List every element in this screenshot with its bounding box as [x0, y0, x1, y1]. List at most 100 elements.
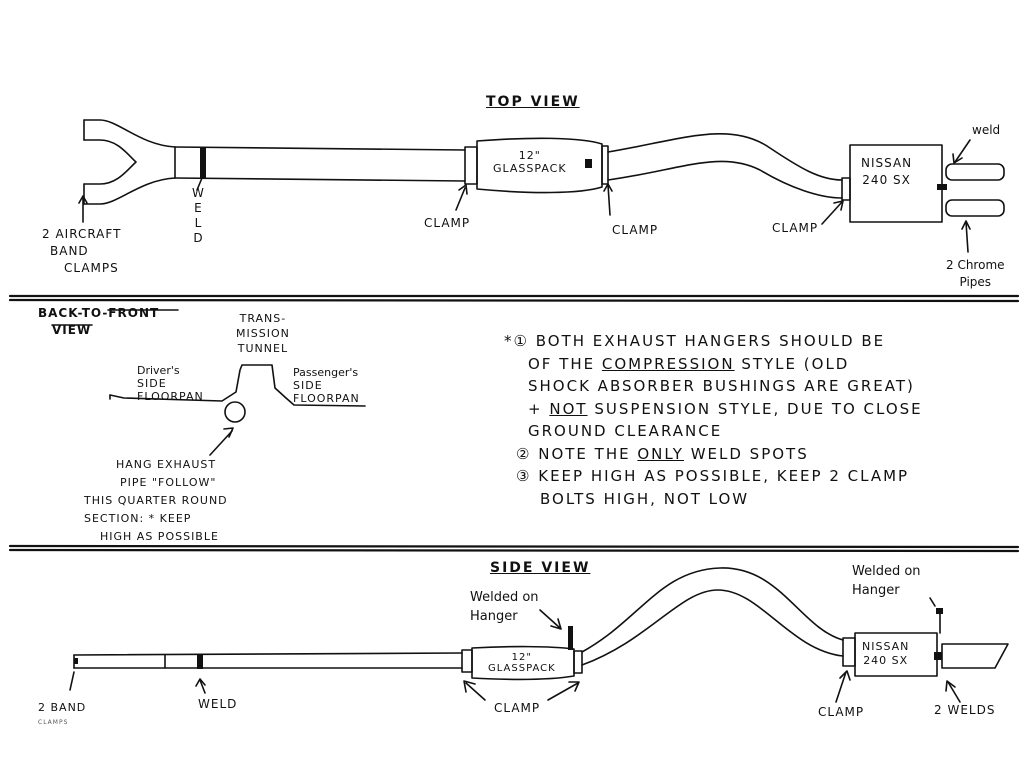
side-weld-mark — [197, 654, 203, 669]
hang-note-line-5: HIGH AS POSSIBLE — [100, 530, 219, 543]
note-line-4: + NOT SUSPENSION STYLE, DUE TO CLOSE — [504, 398, 923, 421]
side-welded-hanger-1-label: Welded on Hanger — [470, 588, 539, 626]
chrome-pipes-line-2: Pipes — [959, 275, 992, 289]
side-muffler-brand: NISSAN — [862, 640, 910, 653]
side-muffler-label: NISSAN 240 SX — [862, 640, 909, 668]
chrome-pipes-line-1: 2 Chrome — [946, 258, 1005, 272]
note-marker-2: ② — [516, 444, 532, 463]
hang-note-line-3: THIS QUARTER ROUND — [84, 494, 228, 507]
tunnel-line-1: TRANS- — [239, 312, 287, 325]
welded-hanger-2-line-2: Hanger — [852, 583, 900, 598]
passenger-line-1: Passenger's — [293, 366, 359, 379]
only-emphasis: ONLY — [637, 444, 684, 463]
top-weld-label: W E L D — [192, 186, 205, 246]
driver-line-3: FLOORPAN — [137, 390, 204, 403]
section-dividers — [8, 294, 1020, 553]
welded-hanger-1-line-1: Welded on — [470, 590, 539, 605]
glasspack-name: GLASSPACK — [493, 161, 567, 175]
note-6-text-b: WELD SPOTS — [683, 444, 809, 463]
note-2-text-b: STYLE (OLD — [734, 354, 850, 373]
muffler-brand: NISSAN — [861, 156, 913, 170]
top-view-drawing — [78, 119, 1005, 253]
aircraft-clamps-line-1: 2 Aircraft — [42, 227, 122, 241]
hang-exhaust-note: HANG EXHAUST PIPE "FOLLOW" THIS QUARTER … — [84, 456, 228, 546]
side-hanger-1 — [568, 626, 573, 650]
top-chrome-pipe-2 — [945, 199, 1005, 217]
hang-note-line-1: HANG EXHAUST — [116, 458, 217, 471]
tunnel-line-2: MISSION — [236, 327, 290, 340]
top-glasspack-label: 12" GLASSPACK — [493, 149, 567, 175]
exhaust-pipe-section — [224, 401, 246, 423]
top-chrome-pipe-1 — [945, 163, 1005, 181]
tunnel-line-3: TUNNEL — [237, 342, 289, 355]
top-clamp-3-label: CLAMP — [772, 221, 819, 235]
side-weld-label: WELD — [198, 697, 238, 711]
welded-hanger-1-line-2: Hanger — [470, 609, 518, 624]
back-view-title-line-2: VIEW — [52, 323, 92, 337]
weld-letter-l: L — [194, 216, 203, 230]
top-view-title: TOP VIEW — [486, 94, 580, 110]
chrome-pipes-label: 2 Chrome Pipes — [946, 257, 1005, 291]
note-4-text-a: + — [528, 399, 550, 418]
aircraft-clamps-line-2: BAND — [50, 244, 89, 258]
top-clamp-1 — [464, 146, 478, 185]
glasspack-size: 12" — [518, 149, 541, 162]
hang-note-line-2: PIPE "FOLLOW" — [120, 476, 217, 489]
note-line-7: ③ KEEP HIGH AS POSSIBLE, KEEP 2 CLAMP — [504, 465, 923, 488]
weld-letter-d: D — [193, 231, 204, 245]
note-line-2: OF THE COMPRESSION STYLE (OLD — [504, 353, 923, 376]
not-emphasis: NOT — [549, 399, 588, 418]
note-1-text: BOTH EXHAUST HANGERS SHOULD BE — [535, 332, 886, 350]
note-line-5: GROUND CLEARANCE — [528, 422, 723, 440]
side-glasspack-label: 12" GLASSPACK — [488, 652, 556, 674]
passenger-floorpan-label: Passenger's SIDE FLOORPAN — [293, 366, 360, 405]
top-glasspack — [476, 137, 603, 194]
top-clamp-2-label: CLAMP — [612, 223, 659, 237]
floorpan-profile — [109, 364, 366, 407]
side-two-welds-label: 2 WELDS — [934, 703, 996, 717]
welded-hanger-2-line-1: Welded on — [852, 564, 921, 579]
note-7-text: KEEP HIGH AS POSSIBLE, KEEP 2 CLAMP — [538, 467, 910, 485]
top-weld-right-label: weld — [972, 123, 1001, 137]
note-6-text-a: NOTE THE — [538, 444, 638, 463]
note-line-6: ② NOTE THE ONLY WELD SPOTS — [504, 443, 923, 466]
back-view-drawing — [51, 309, 366, 456]
top-weld-mark — [200, 147, 206, 178]
band-clamps-line-2: CLAMPS — [38, 719, 69, 726]
side-clamp — [842, 637, 856, 667]
top-y-pipe — [83, 119, 176, 148]
band-clamps-line-1: 2 BAND — [38, 701, 87, 714]
top-muffler-label: NISSAN 240 SX — [861, 155, 912, 189]
weld-letter-e: E — [194, 201, 203, 215]
aircraft-clamps-line-3: CLAMPS — [64, 261, 119, 275]
note-line-8: BOLTS HIGH, NOT LOW — [540, 489, 750, 508]
note-line-3: SHOCK ABSORBER BUSHINGS ARE GREAT) — [528, 377, 915, 395]
side-welded-hanger-2-label: Welded on Hanger — [852, 562, 921, 600]
passenger-line-2: SIDE — [293, 379, 323, 392]
weld-letter-w: W — [192, 186, 205, 200]
passenger-line-3: FLOORPAN — [293, 392, 360, 405]
tunnel-label: TRANS- MISSION TUNNEL — [236, 311, 290, 356]
side-glasspack-name: GLASSPACK — [488, 663, 556, 674]
back-view-title-line-1: BACK-TO-FRONT — [38, 306, 160, 320]
side-view-title: SIDE VIEW — [490, 560, 591, 576]
top-clamp-2 — [601, 145, 609, 185]
side-muffler-model: 240 SX — [863, 654, 909, 667]
top-clamp-3 — [841, 177, 851, 201]
driver-line-2: SIDE — [137, 377, 167, 390]
side-band-clamps-label: 2 BAND CLAMPS — [38, 700, 86, 730]
hang-note-line-4: SECTION: * KEEP — [84, 512, 192, 525]
note-marker-3: ③ — [516, 467, 532, 485]
driver-line-1: Driver's — [137, 364, 180, 377]
side-glasspack-size: 12" — [511, 652, 532, 663]
back-view-title: BACK-TO-FRONT VIEW — [38, 305, 159, 339]
side-clamp-pair-label: CLAMP — [494, 701, 541, 715]
installation-notes: *① BOTH EXHAUST HANGERS SHOULD BE OF THE… — [504, 330, 923, 510]
side-glasspack — [471, 645, 575, 681]
top-muffler — [849, 144, 943, 223]
side-clamp-label: CLAMP — [818, 705, 865, 719]
top-clamp-1-label: CLAMP — [424, 216, 471, 230]
muffler-model: 240 SX — [862, 173, 911, 187]
note-4-text-b: SUSPENSION STYLE, DUE TO CLOSE — [587, 399, 923, 418]
